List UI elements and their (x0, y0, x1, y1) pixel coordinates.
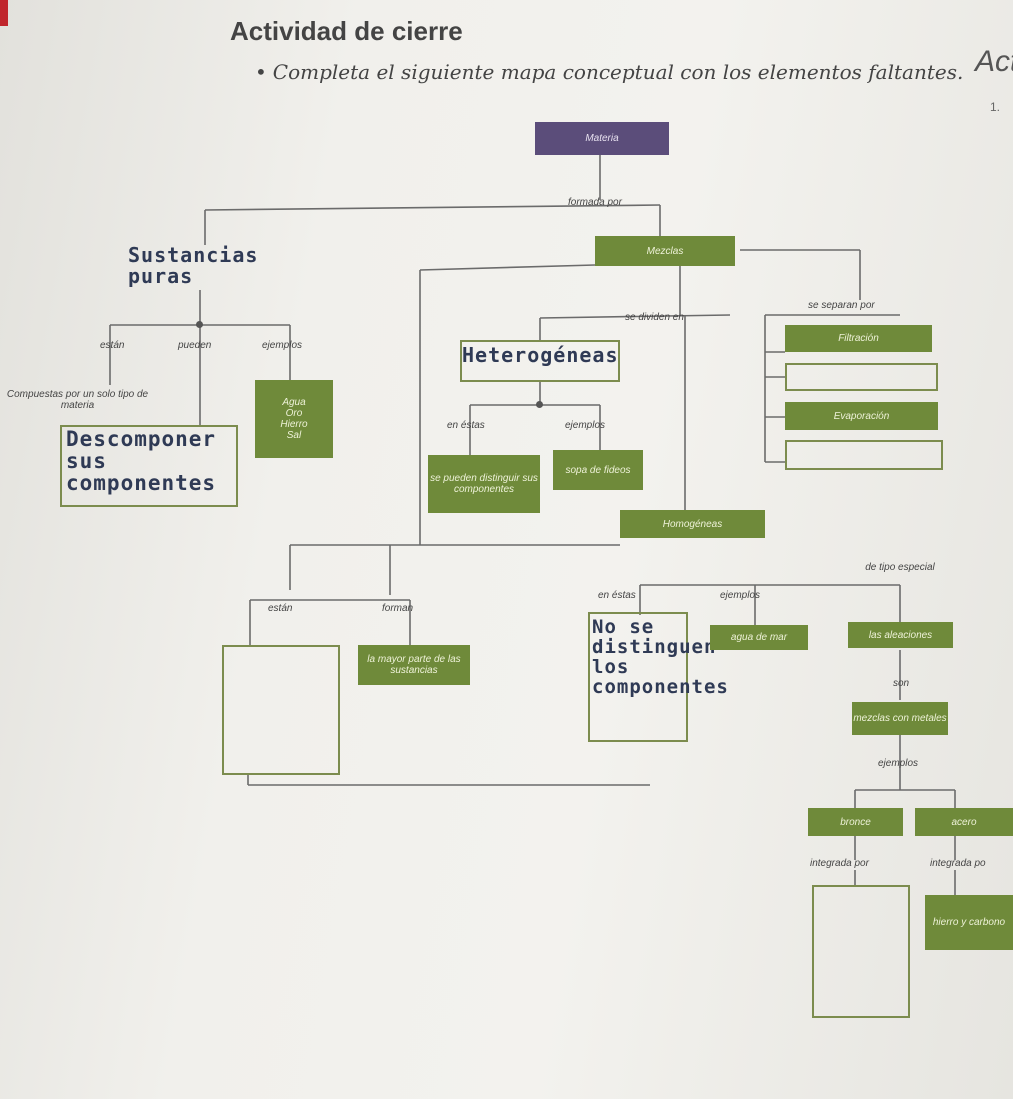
answer-box-estan[interactable] (222, 645, 340, 775)
label-en-estas-top: en éstas (447, 420, 485, 431)
label-integrada-por-1: integrada por (810, 858, 869, 869)
answer-box-separacion-2[interactable] (785, 440, 943, 470)
label-se-separan-por: se separan por (808, 300, 875, 311)
node-materia: Materia (535, 122, 669, 155)
node-sopa-de-fideos: sopa de fideos (553, 450, 643, 490)
label-integrada-por-2: integrada po (930, 858, 986, 869)
label-de-tipo-especial: de tipo especial (865, 562, 935, 573)
right-page-edge-number: 1. (990, 100, 1001, 114)
node-ejemplos-sustancias: Agua Oro Hierro Sal (255, 380, 333, 458)
node-bronce: bronce (808, 808, 903, 836)
node-aleaciones: las aleaciones (848, 622, 953, 648)
right-page-edge-text: Act (975, 45, 1013, 78)
label-en-estas-bottom: en éstas (598, 590, 636, 601)
label-pueden: pueden (178, 340, 212, 351)
node-evaporacion: Evaporación (785, 402, 938, 430)
junction-dot (196, 321, 203, 328)
label-formada-por: formada por (568, 197, 622, 208)
node-acero: acero (915, 808, 1013, 836)
example-item: Sal (286, 430, 302, 441)
node-mezclas-con-metales: mezclas con metales (852, 702, 948, 735)
label-ejemplos-alloys: ejemplos (878, 758, 919, 769)
label-son: son (893, 678, 910, 689)
label-ejemplos-mid: ejemplos (565, 420, 606, 431)
node-mezclas: Mezclas (595, 236, 735, 266)
answer-box-pueden[interactable] (60, 425, 238, 507)
label-forman: forman (382, 603, 414, 614)
answer-box-bronce[interactable] (812, 885, 910, 1018)
label-estan-bottom: están (268, 603, 293, 614)
label-ejemplos-left: ejemplos (262, 340, 303, 351)
node-homogeneas: Homogéneas (620, 510, 765, 538)
instruction-text: Completa el siguiente mapa conceptual co… (272, 60, 964, 84)
activity-title: Actividad de cierre (230, 16, 463, 46)
node-se-pueden-distinguir: se pueden distinguir sus componentes (428, 455, 540, 513)
answer-box-en-estas[interactable] (588, 612, 688, 742)
node-agua-de-mar: agua de mar (710, 625, 808, 650)
example-item: Hierro (280, 419, 308, 430)
answer-box-separacion-1[interactable] (785, 363, 938, 391)
label-estan: están (100, 340, 125, 351)
handwritten-descomponer: Descomponer sus componentes (66, 427, 217, 496)
junction-dot (536, 401, 543, 408)
node-filtracion: Filtración (785, 325, 932, 352)
node-mayor-parte: la mayor parte de las sustancias (358, 645, 470, 685)
handwritten-no-se-distinguen: No se distinguen los componentes (592, 616, 729, 698)
page-corner-mark (0, 0, 8, 26)
label-ejemplos-bottom: ejemplos (720, 590, 761, 601)
node-hierro-y-carbono: hierro y carbono (925, 895, 1013, 950)
label-se-dividen-en: se dividen en (625, 312, 684, 323)
answer-box-heterogeneas[interactable] (460, 340, 620, 382)
example-item: Oro (285, 408, 303, 419)
node-compuestas: Compuestas por un solo tipo de materia (6, 389, 149, 411)
example-item: Agua (282, 397, 306, 408)
handwritten-heterogeneas: Heterogéneas (462, 343, 619, 367)
bullet-icon: • (255, 60, 267, 84)
instruction: •Completa el siguiente mapa conceptual c… (255, 60, 963, 84)
handwritten-sustancias-puras: Sustancias puras (128, 243, 259, 288)
